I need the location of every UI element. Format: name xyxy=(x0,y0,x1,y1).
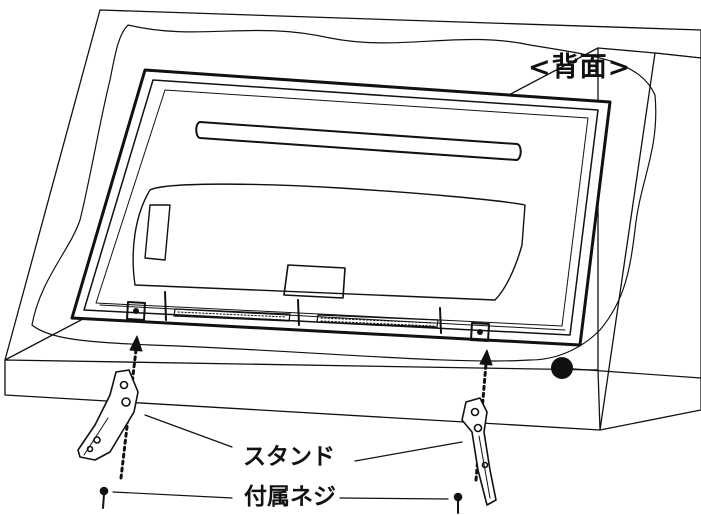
rear-view-label: <背面> xyxy=(528,52,632,83)
tv-back-panel xyxy=(70,68,612,347)
screws-label: 付属ネジ xyxy=(244,484,336,510)
right-screw xyxy=(453,492,463,514)
left-stand-bracket xyxy=(77,369,139,461)
left-screw xyxy=(99,486,109,509)
leader-lines xyxy=(112,367,701,500)
stand-label: スタンド xyxy=(243,444,335,470)
right-stand-bracket xyxy=(461,397,497,506)
marker-dot xyxy=(551,357,573,379)
